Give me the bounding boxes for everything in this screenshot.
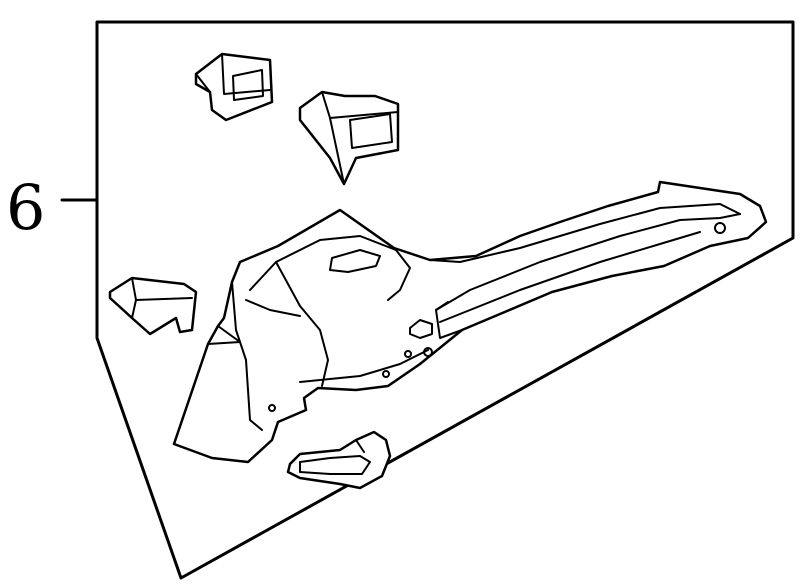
grommet-part <box>286 430 392 490</box>
bracket-part <box>298 90 400 186</box>
wheelhouse-panel <box>172 180 768 464</box>
clip-part-top <box>194 52 274 122</box>
callout-number-6: 6 <box>6 171 45 244</box>
assembly-frame <box>95 20 795 580</box>
clip-part-left <box>108 276 198 336</box>
